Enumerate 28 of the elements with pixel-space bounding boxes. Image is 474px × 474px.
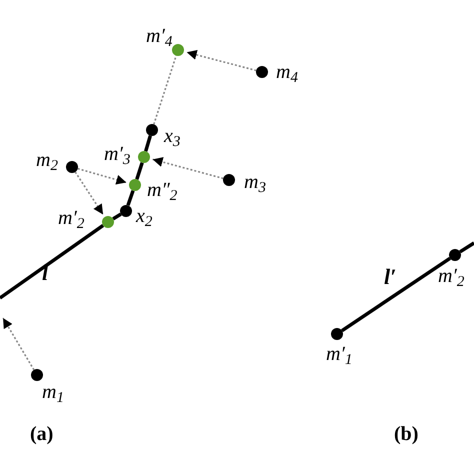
point-label: m′$_{4}$ xyxy=(146,26,172,46)
point-label: m′$_{1}$ xyxy=(326,344,352,364)
dotted-arrow xyxy=(74,172,104,215)
point-label: m$_{2}$ xyxy=(36,150,58,170)
panel-label: (a) xyxy=(30,424,54,444)
dotted-arrow xyxy=(2,318,35,370)
point-label: m″$_{2}$ xyxy=(147,180,178,200)
point-label: x$_{3}$ xyxy=(164,126,180,146)
line-segment xyxy=(144,135,152,152)
line-segment xyxy=(0,224,104,300)
dotted-arrow xyxy=(152,157,224,180)
dotted-line xyxy=(153,55,177,125)
panel-label: (b) xyxy=(394,424,418,444)
point-label: m$_{4}$ xyxy=(276,62,298,82)
line-segment xyxy=(112,212,122,220)
point-label: x$_{2}$ xyxy=(136,206,152,226)
line-label: l′ xyxy=(384,266,396,288)
line-segment xyxy=(459,242,474,254)
line-segment xyxy=(126,190,135,206)
point-label: m′$_{2}$ xyxy=(438,266,464,286)
point-label: m′$_{3}$ xyxy=(104,144,130,164)
dotted-arrow xyxy=(186,50,256,72)
line-segment xyxy=(341,256,451,332)
dotted-arrow xyxy=(78,168,127,185)
point-label: m$_{3}$ xyxy=(244,172,266,192)
point-label: m′$_{2}$ xyxy=(58,208,84,228)
point-label: m$_{1}$ xyxy=(42,382,64,402)
line-segment xyxy=(135,162,144,180)
